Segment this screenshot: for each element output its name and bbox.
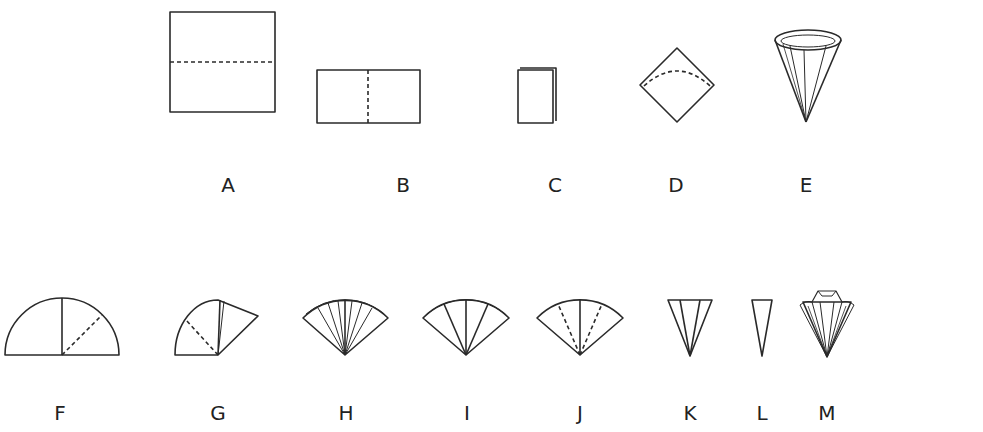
step-letter: F bbox=[54, 403, 66, 423]
step-letter: D bbox=[668, 175, 683, 195]
fold-step-l bbox=[752, 300, 772, 356]
step-letter: E bbox=[800, 175, 813, 195]
step-letter: K bbox=[683, 403, 696, 423]
step-letter: L bbox=[756, 403, 767, 423]
step-letter: I bbox=[464, 403, 470, 423]
fold-step-a bbox=[170, 12, 275, 112]
step-letter: G bbox=[210, 403, 226, 423]
fold-step-m bbox=[800, 291, 854, 357]
fold-step-h bbox=[303, 300, 388, 355]
fold-step-e bbox=[775, 30, 841, 122]
step-letter: J bbox=[577, 403, 583, 423]
fold-step-g bbox=[175, 300, 258, 355]
step-letter: H bbox=[338, 403, 353, 423]
fold-step-f bbox=[5, 298, 119, 355]
step-letter: M bbox=[818, 403, 835, 423]
step-letter: C bbox=[548, 175, 562, 195]
fold-step-j bbox=[537, 300, 623, 355]
step-letter: B bbox=[396, 175, 410, 195]
fold-step-d bbox=[640, 48, 714, 122]
fold-step-b bbox=[317, 70, 420, 123]
fold-step-c bbox=[518, 68, 556, 123]
fold-step-k bbox=[668, 300, 712, 356]
fold-step-i bbox=[423, 300, 509, 355]
step-letter: A bbox=[221, 175, 235, 195]
